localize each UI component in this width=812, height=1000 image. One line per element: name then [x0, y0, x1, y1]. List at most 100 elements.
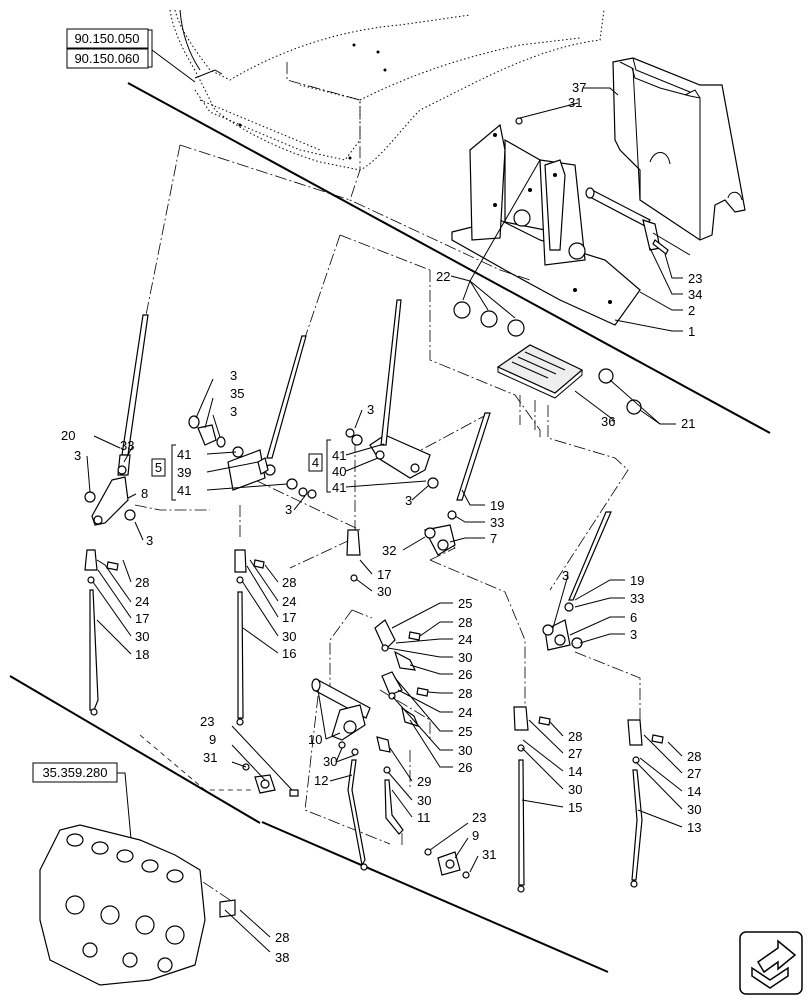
callout-14: 14 [687, 784, 701, 799]
leader-lines [86, 87, 683, 953]
callout-41: 41 [332, 448, 346, 463]
callout-17: 17 [282, 610, 296, 625]
callout-3: 3 [74, 448, 81, 463]
callout-18: 18 [135, 647, 149, 662]
callout-24: 24 [135, 594, 149, 609]
next-page-arrow-icon[interactable] [739, 931, 803, 995]
callout-3: 3 [285, 502, 292, 517]
callout-27: 27 [568, 746, 582, 761]
callout-23: 23 [688, 271, 702, 286]
callout-30: 30 [687, 802, 701, 817]
callout-24: 24 [282, 594, 296, 609]
callout-11: 11 [417, 810, 431, 825]
lever-8 [84, 476, 136, 526]
section-line-lower-left [9, 675, 261, 824]
callout-3: 3 [630, 627, 637, 642]
callout-31: 31 [482, 847, 496, 862]
callout-36: 36 [601, 414, 615, 429]
callout-2: 2 [688, 303, 695, 318]
callout-6: 6 [630, 610, 637, 625]
rod-19-lower [564, 511, 612, 612]
bolt-31-top [515, 117, 523, 125]
callout-3: 3 [230, 404, 237, 419]
callout-30: 30 [568, 782, 582, 797]
group-box-4: 4 [308, 453, 323, 472]
callout-17: 17 [135, 611, 149, 626]
pivot-bracket-left [242, 763, 299, 797]
callout-25: 25 [458, 724, 472, 739]
callout-26: 26 [458, 760, 472, 775]
rod-19-upper [447, 412, 491, 520]
rod-group-5 [266, 335, 307, 459]
callout-3: 3 [562, 568, 569, 583]
ref-box-35359280[interactable]: 35.359.280 [32, 762, 118, 783]
callout-40: 40 [332, 464, 346, 479]
callout-16: 16 [282, 646, 296, 661]
callout-17: 17 [377, 567, 391, 582]
callout-37: 37 [572, 80, 586, 95]
callout-28: 28 [282, 575, 296, 590]
routing-lines [134, 62, 641, 901]
linkage-rod-13 [627, 719, 664, 888]
callout-3: 3 [230, 368, 237, 383]
seat-platform [169, 9, 605, 171]
callout-31: 31 [568, 95, 582, 110]
callout-19: 19 [630, 573, 644, 588]
callout-33: 33 [630, 591, 644, 606]
group-box-5-label: 5 [155, 460, 162, 475]
callout-28: 28 [568, 729, 582, 744]
clevis-17-middle [346, 529, 361, 582]
callout-22: 22 [436, 269, 450, 284]
linkage-rod-15 [513, 706, 551, 893]
callout-1: 1 [688, 324, 695, 339]
lever-6 [542, 619, 583, 651]
callout-30: 30 [377, 584, 391, 599]
callout-24: 24 [458, 632, 472, 647]
callout-21: 21 [681, 416, 695, 431]
knobs-21 [598, 368, 642, 415]
ref-box-35359280-label: 35.359.280 [42, 765, 107, 780]
knobs-22 [453, 301, 525, 337]
bracket-group-5 [171, 444, 176, 501]
linkage-rod-12 [347, 759, 368, 871]
callout-29: 29 [417, 774, 431, 789]
control-valve [39, 824, 236, 986]
callout-28: 28 [275, 930, 289, 945]
rod-group-4 [380, 299, 402, 446]
callout-3: 3 [146, 533, 153, 548]
callout-23: 23 [472, 810, 486, 825]
callout-28: 28 [687, 749, 701, 764]
callout-34: 34 [688, 287, 702, 302]
callout-15: 15 [568, 800, 582, 815]
callout-28: 28 [458, 615, 472, 630]
pivot-bracket-right [424, 848, 470, 879]
ref-box-90150050-label: 90.150.050 [74, 31, 139, 46]
ref-box-90150060[interactable]: 90.150.060 [66, 48, 149, 69]
callout-30: 30 [135, 629, 149, 644]
callout-23: 23 [200, 714, 214, 729]
callout-13: 13 [687, 820, 701, 835]
callout-9: 9 [472, 828, 479, 843]
ref-box-90150050[interactable]: 90.150.050 [66, 28, 149, 49]
callout-9: 9 [209, 732, 216, 747]
callout-41: 41 [332, 480, 346, 495]
callout-38: 38 [275, 950, 289, 965]
callout-30: 30 [458, 650, 472, 665]
callout-25: 25 [458, 596, 472, 611]
shaft-lever-10 [311, 678, 371, 756]
bracket-group-4 [326, 439, 331, 493]
callout-28: 28 [135, 575, 149, 590]
callout-33: 33 [490, 515, 504, 530]
callout-27: 27 [687, 766, 701, 781]
group-box-4-label: 4 [312, 455, 319, 470]
callout-28: 28 [458, 686, 472, 701]
callout-labels: 37 31 22 23 34 2 1 3 35 3 3 41 39 41 41 … [61, 80, 702, 965]
callout-19: 19 [490, 498, 504, 513]
nut-33a [117, 465, 127, 475]
console-bracket-1 [451, 123, 641, 326]
callout-10: 10 [308, 732, 322, 747]
callout-30: 30 [417, 793, 431, 808]
callout-39: 39 [177, 465, 191, 480]
bolt-23-top [652, 239, 669, 255]
